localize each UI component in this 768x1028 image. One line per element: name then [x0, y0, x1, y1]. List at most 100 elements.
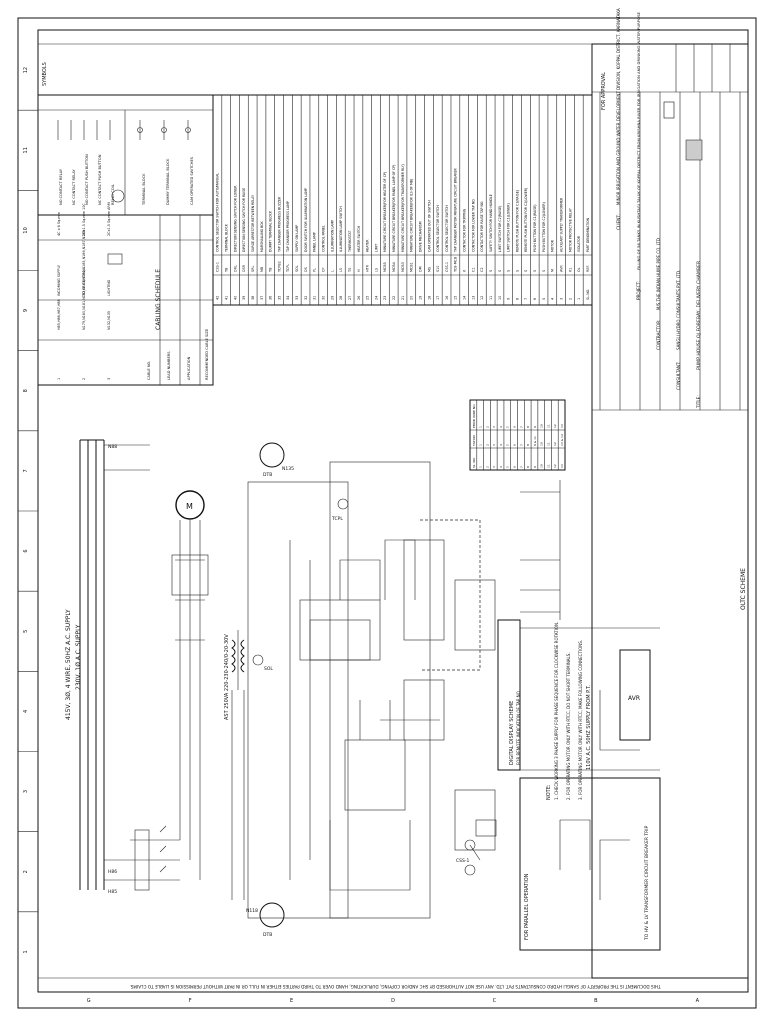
border-column-number: 10	[23, 227, 29, 233]
cabling-cell: INCOMING SUPPLY	[57, 264, 61, 296]
border-column-number: 4	[23, 710, 29, 713]
parts-slno: 42	[216, 296, 220, 300]
outer-border	[17, 17, 757, 1009]
symbol-label: RELAY COIL	[111, 184, 115, 205]
symbol-label: NO CONTACT RELAY	[59, 168, 63, 205]
parts-slno: 16	[445, 296, 449, 300]
parts-slno: 4	[551, 298, 555, 300]
parts-ref: MCB1	[410, 262, 414, 272]
cabling-cell: TO CP CONTROL	[82, 268, 86, 297]
tap-table-cell: 2	[485, 426, 489, 428]
drawing-title: PUMP HOUSE OJ FOREBAY, DELIVERY CHAMBER	[696, 260, 702, 370]
tap-table-cell: 13	[560, 464, 564, 468]
tap-table-cell: 11	[546, 442, 550, 446]
parts-slno: 20	[410, 296, 414, 300]
control-circuit	[247, 461, 496, 919]
border-column-number: 8	[23, 389, 29, 392]
parts-denomination: CAM OPERATED OUT OF SWITCH	[427, 200, 431, 252]
parts-ref: AVR	[559, 265, 563, 272]
consultant-logo-icon	[663, 101, 675, 119]
parts-denomination: MINIATURE CIRCUIT BREAKER(FOR TRANSFORME…	[401, 164, 405, 252]
tap-table-header: EMDD WIRE NO.	[472, 404, 476, 428]
border-row-letter: F	[189, 998, 192, 1004]
symbols-heading: SYMBOLS	[42, 62, 48, 86]
parts-denomination: DIRECTION SENSING SWITCH FOR LOWER	[233, 185, 237, 252]
tap-table-cell: 7	[519, 444, 523, 446]
border-column-number: 12	[23, 67, 29, 73]
tap-table-cell: 4	[499, 426, 503, 428]
parts-slno: 28	[339, 296, 343, 300]
parts-denomination: CONTROL SELECTOR SWITCH	[436, 205, 440, 252]
cabling-cell: H85,H86,H87,H88	[57, 299, 61, 330]
parts-ref: SRL	[251, 265, 255, 272]
border-row-letter: D	[391, 998, 395, 1004]
parts-denomination: PUSH BUTTON FOR C1(RAISE)	[533, 204, 537, 252]
parts-denomination: HEATER SWITCH	[357, 225, 361, 252]
parts-ref: LS	[339, 268, 343, 272]
css1-selector-switch: CSS-1	[456, 819, 497, 876]
parts-slno: 5	[542, 298, 546, 300]
qr-code-icon	[685, 139, 703, 161]
parts-slno: 23	[383, 296, 387, 300]
tap-table-cell: 13 & 14	[560, 434, 564, 446]
parts-denomination: CONTACTOR FOR RAISE TAP NO.	[480, 201, 484, 252]
tap-table-cell: 8	[526, 444, 530, 446]
parts-denomination: ILLUMINATION LAMP	[330, 220, 334, 252]
parts-slno: 35	[277, 296, 281, 300]
tap-table-cell: 12	[553, 464, 557, 468]
parts-slno: 13	[471, 296, 475, 300]
parts-ref: SOL	[295, 265, 299, 272]
supply-label-1ph: 230V, 1Ø A.C. SUPPLY	[75, 624, 82, 690]
parts-slno: 11	[489, 296, 493, 300]
parts-slno: 21	[401, 296, 405, 300]
parts-slno: 8	[515, 298, 519, 300]
parts-ref: MCB3	[401, 262, 405, 272]
border-row-letter: A	[696, 998, 700, 1004]
parts-slno: 19	[418, 296, 422, 300]
title-block: FOR APPROVAL CLIENT: MINOR IRRIGATION AN…	[591, 8, 749, 979]
tcpl-label: TCPL	[331, 516, 343, 522]
parts-denomination: TAP CHANGER MOTOR MINIATURE CIRCUIT BREA…	[454, 167, 458, 253]
border-column-number: 6	[23, 549, 29, 552]
parts-ref: PL	[313, 268, 317, 272]
cabling-cell: 2Cx1.5 Sq.mm ARM	[107, 202, 111, 236]
symbol-label: CAM OPERATED SWITCHES	[190, 156, 194, 205]
client-text: MINOR IRRIGATION AND GROUND WATER DEVELO…	[616, 8, 621, 205]
parts-denomination: LIMIT SWITCH FOR C2(RAISE)	[498, 206, 502, 252]
parts-denomination: PANEL LAMP	[313, 232, 317, 252]
parts-denomination: DIRECTION SENSING SWITCH FOR RAISE	[242, 188, 246, 252]
parts-slno: 10	[498, 296, 502, 300]
avr-box	[619, 649, 651, 741]
note-2: 2. FOR OPERATING MOTOR ONLY WITH RTCC, D…	[566, 652, 571, 800]
parts-denomination: SUPPLY ON LAMP	[295, 225, 299, 252]
tap-table-cell: 2	[485, 444, 489, 446]
parts-slno: 40	[233, 296, 237, 300]
dtb-top-label: DTB	[263, 472, 272, 478]
tap-table-cell: 8	[526, 426, 530, 428]
parts-ref: TB	[225, 267, 229, 273]
parts-ref: C2	[480, 267, 484, 272]
contractor-text: M/S THE INDIAN HUME PIPE CO. LTD	[656, 238, 661, 310]
parts-ref: MB	[260, 266, 264, 272]
parts-denomination: DUMMY TERMINAL BLOCK	[269, 210, 273, 252]
parts-ref: K1	[568, 268, 572, 272]
border-row-letter: C	[493, 998, 497, 1004]
parts-slno: 24	[374, 296, 378, 300]
parts-ref: CSS-1	[216, 262, 220, 272]
parts-denomination: REMOTE PUSH BUTTON FOR C1(RAISE)	[515, 190, 519, 252]
parts-slno: 37	[260, 296, 264, 300]
project-label: PROJECT:	[636, 281, 641, 300]
parts-slno: 36	[269, 296, 273, 300]
parts-ref: S	[489, 270, 493, 272]
contactor-bank	[130, 740, 201, 891]
title-label: TITLE:	[696, 395, 701, 409]
lead-n118: N118	[246, 908, 258, 914]
parts-denomination: DOOR SWITCH FOR ILLUMINATION LAMP	[304, 188, 308, 252]
sol-lamp-icon	[252, 654, 264, 666]
